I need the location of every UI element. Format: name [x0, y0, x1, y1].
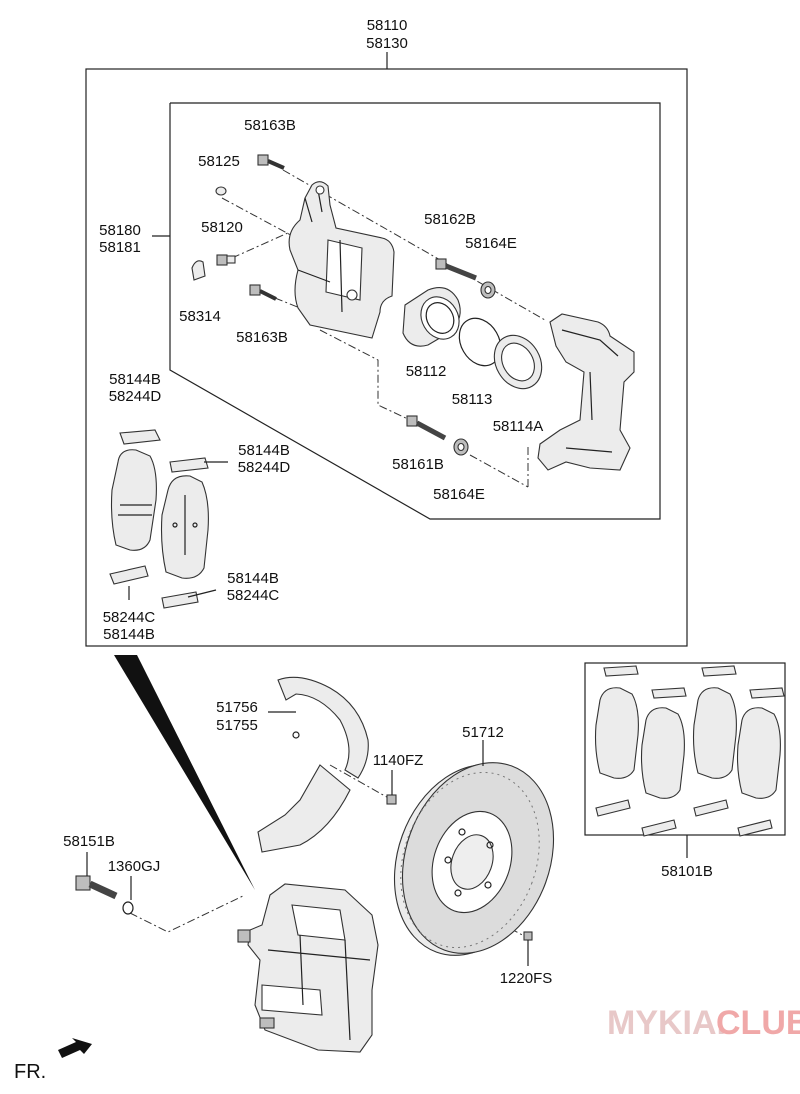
label-pad-inner-bot-a: 58244C [103, 609, 156, 626]
piston-boot [493, 334, 543, 390]
pad-clips-inner-top [119, 429, 161, 445]
assembly-pointer [114, 655, 255, 890]
clip [191, 260, 206, 281]
piston [402, 287, 461, 347]
boot-upper [480, 281, 496, 299]
watermark: MYKIA. CLUB [607, 1004, 800, 1042]
brake-pad-inner [110, 449, 157, 551]
label-guide-pin-upper: 58162B [424, 211, 476, 228]
label-bleeder: 58120 [201, 219, 243, 236]
direction-label: FR. [14, 1061, 46, 1083]
label-piston-boot: 58114A [493, 418, 544, 435]
washer [122, 901, 134, 915]
label-piston: 58112 [406, 363, 447, 380]
pad-clips-outer-top [169, 457, 209, 473]
label-guide-pin-lower: 58161B [392, 456, 444, 473]
seal [458, 317, 502, 367]
caliper-assembled [237, 883, 379, 1053]
part-labels: 58110 58130 58180 58181 58163B 58125 581… [63, 17, 713, 987]
label-pad-inner-top-b: 58244D [109, 388, 162, 405]
label-shield-bolt: 1140FZ [373, 752, 424, 769]
arrow-front-icon [58, 1038, 92, 1058]
label-assembly-b: 58130 [366, 35, 408, 52]
carrier-bracket [537, 313, 635, 471]
pad-clips-outer-bottom [161, 591, 199, 609]
label-bolt-lower: 58163B [236, 329, 288, 346]
mount-bolt [75, 875, 118, 900]
guide-pin-upper [435, 258, 477, 281]
label-cap: 58125 [198, 153, 240, 170]
guide-pin-lower [406, 415, 447, 441]
label-pad-outer-bot-a: 58144B [227, 570, 279, 587]
label-assembly-a: 58110 [367, 17, 408, 34]
disc-screw [523, 931, 533, 941]
caliper-housing [288, 181, 395, 339]
pad-kit-set [594, 665, 785, 837]
label-disc: 51712 [462, 724, 504, 741]
label-clip: 58314 [179, 308, 221, 325]
label-boot-lower: 58164E [433, 486, 485, 503]
watermark-text-1: MYKIA. [607, 1004, 726, 1042]
label-seal: 58113 [452, 391, 493, 408]
label-washer: 1360GJ [108, 858, 161, 875]
bolt-top [257, 154, 285, 170]
leader-pad-outer-bot [187, 589, 217, 598]
boot-lower [453, 438, 469, 456]
label-pad-inner-bot-b: 58144B [103, 626, 155, 643]
caliper-frame [169, 102, 661, 520]
dust-shield [257, 676, 369, 853]
brake-pad-outer [160, 475, 209, 579]
label-mount-bolt: 58151B [63, 833, 115, 850]
brake-disc [393, 762, 555, 956]
pad-clips-inner-bottom [109, 565, 149, 585]
label-pad-outer-top-b: 58244D [238, 459, 291, 476]
shield-bolt [386, 794, 397, 805]
label-pad-outer-top-a: 58144B [238, 442, 290, 459]
label-pad-outer-bot-b: 58244C [227, 587, 280, 604]
cap [215, 186, 227, 196]
bolt-lower [249, 284, 277, 301]
label-shield-a: 51756 [216, 699, 258, 716]
label-bolt-top: 58163B [244, 117, 296, 134]
label-boot-upper: 58164E [465, 235, 517, 252]
label-shield-b: 51755 [216, 717, 258, 734]
label-caliper-a: 58180 [99, 222, 141, 239]
label-pad-kit: 58101B [661, 863, 713, 880]
label-disc-screw: 1220FS [500, 970, 553, 987]
pad-kit-frame [584, 662, 786, 836]
watermark-text-2: CLUB [716, 1004, 800, 1042]
label-pad-inner-top-a: 58144B [109, 371, 161, 388]
bleeder [216, 254, 236, 266]
label-caliper-b: 58181 [99, 239, 141, 256]
